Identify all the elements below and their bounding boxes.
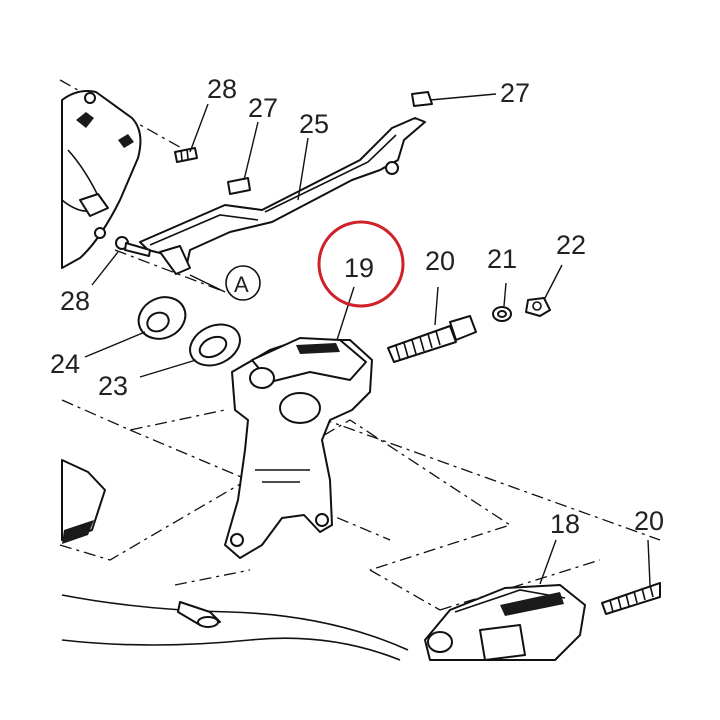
callout-19: 19 xyxy=(344,253,374,283)
callout-23: 23 xyxy=(98,371,128,401)
callout-25: 25 xyxy=(299,109,329,139)
view-a-circle xyxy=(225,265,261,301)
nut-part-22 xyxy=(525,297,551,317)
bracket-part-19 xyxy=(224,337,373,559)
callout-28-upper: 28 xyxy=(207,74,237,104)
callout-22: 22 xyxy=(556,230,586,260)
frame-lower-rail xyxy=(61,594,409,661)
washer-part-21 xyxy=(492,306,512,322)
highlight-circle xyxy=(317,220,405,308)
callout-21: 21 xyxy=(487,244,517,274)
assembly-centerlines xyxy=(59,79,661,611)
callout-28-lower: 28 xyxy=(60,286,90,316)
frame-lower-left xyxy=(61,459,106,544)
leader-lines xyxy=(84,93,651,586)
bolt-part-20-lower xyxy=(601,582,661,615)
callout-18: 18 xyxy=(550,509,580,539)
callout-20-upper: 20 xyxy=(425,246,455,276)
callout-24: 24 xyxy=(50,349,80,379)
screw-part-28-lower xyxy=(115,236,151,257)
callout-labels: 28 27 25 27 28 A 19 20 21 22 24 23 18 20 xyxy=(50,74,664,539)
frame-casting-upper-left xyxy=(61,90,142,269)
callout-a-view: A xyxy=(234,272,249,297)
clip-part-27-left xyxy=(227,177,251,195)
bracket-part-25 xyxy=(139,117,426,275)
screw-part-28-upper xyxy=(174,147,198,163)
bolt-part-20 xyxy=(387,315,477,363)
callout-27-upper: 27 xyxy=(248,93,278,123)
clip-part-27-right xyxy=(411,91,433,107)
callout-27-right: 27 xyxy=(500,78,530,108)
bracket-part-18 xyxy=(424,584,586,661)
callout-20-lower: 20 xyxy=(634,506,664,536)
washer-part-24 xyxy=(137,296,187,340)
washer-part-23 xyxy=(189,323,241,367)
